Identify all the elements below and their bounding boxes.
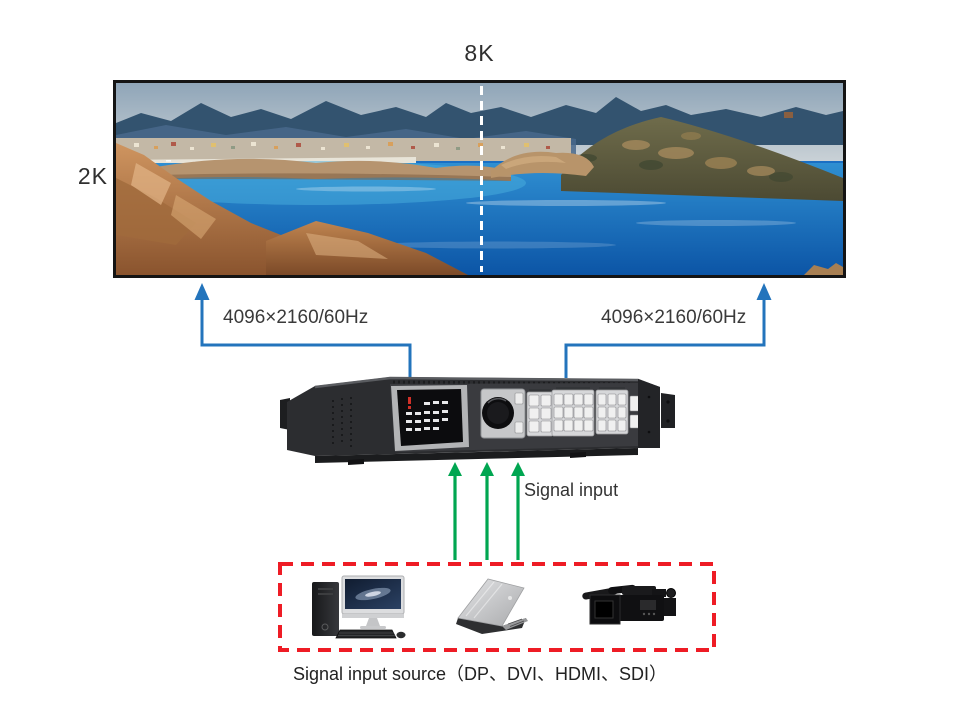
foreground-rocks-2 xyxy=(266,221,468,275)
shallow-water xyxy=(116,161,526,205)
output-left-label: 4096×2160/60Hz xyxy=(223,307,369,328)
foreground-cliff xyxy=(116,143,401,275)
lens-hood xyxy=(589,594,621,625)
viewfinder xyxy=(652,589,666,597)
lcd-content xyxy=(406,397,448,431)
output-right-label: 4096×2160/60Hz xyxy=(601,307,747,328)
wall-width-label: 8K xyxy=(464,40,495,66)
laptop-lid xyxy=(457,578,525,627)
pc-screen xyxy=(345,579,401,609)
signal-arrowhead xyxy=(448,462,462,476)
eyepiece xyxy=(666,588,676,598)
town-buildings xyxy=(134,142,550,150)
button-group-3 xyxy=(595,389,629,435)
signal-input-arrows xyxy=(453,474,520,560)
camera-body xyxy=(618,595,664,621)
water-streaks xyxy=(296,186,796,249)
jog-knob xyxy=(482,397,514,429)
video-processor xyxy=(280,376,675,465)
screen-split-dashed-line xyxy=(480,86,483,272)
lid-logo xyxy=(508,596,512,600)
rock-highlight xyxy=(501,156,566,169)
group-label-strip xyxy=(556,387,590,390)
center-right-rocks xyxy=(491,151,594,178)
front-panel xyxy=(390,383,638,452)
top-vents xyxy=(392,380,634,386)
chassis xyxy=(287,377,660,456)
monitor-stand xyxy=(366,618,380,626)
hilltop-structure xyxy=(784,112,793,118)
signal-source-box xyxy=(278,562,716,652)
video-camera-icon xyxy=(582,584,676,625)
bottom-right-rock xyxy=(804,263,843,275)
panel-button xyxy=(514,392,524,405)
coastal-town xyxy=(116,138,571,161)
chassis-base xyxy=(315,448,638,463)
cliff-facet xyxy=(116,178,196,245)
group-label-strip xyxy=(529,389,551,392)
pc-monitor xyxy=(341,575,405,615)
right-hillside xyxy=(561,117,843,201)
keyboard xyxy=(335,629,397,639)
knob-panel xyxy=(480,388,526,439)
microphone xyxy=(608,584,636,595)
panel-button xyxy=(514,421,524,434)
right-output-arrowhead xyxy=(756,283,772,300)
knob-highlight xyxy=(487,397,507,404)
red-dashed-border xyxy=(278,562,716,652)
cliff-highlight xyxy=(171,195,216,239)
cliff-highlight xyxy=(131,163,171,205)
jog-knob-inner xyxy=(487,402,509,424)
left-output-arrowhead xyxy=(194,283,210,300)
left-rack-ear xyxy=(280,398,290,430)
signal-arrowhead xyxy=(511,462,525,476)
button-group-1 xyxy=(526,391,554,437)
laptop-icon xyxy=(456,578,528,634)
pc-tower xyxy=(312,582,339,636)
beach-strip xyxy=(116,157,416,169)
foot xyxy=(348,459,364,465)
rock-highlight xyxy=(306,233,388,259)
keys xyxy=(528,393,642,433)
center-left-peninsula xyxy=(156,158,511,181)
mouse xyxy=(396,631,406,639)
battery-pack xyxy=(664,598,676,616)
hill-rocks xyxy=(575,112,793,182)
peninsula-shadow xyxy=(156,173,511,181)
right-end-cap xyxy=(638,379,660,448)
source-caption: Signal input source（DP、DVI、HDMI、SDI） xyxy=(292,664,668,684)
near-ridge xyxy=(116,125,576,155)
wall-height-label: 2K xyxy=(77,163,108,189)
lcd-screen xyxy=(397,389,463,446)
signal-input-label: Signal input xyxy=(524,480,619,500)
desktop-computer-icon xyxy=(312,575,406,639)
foot xyxy=(570,452,586,458)
microphone-boom xyxy=(582,587,618,600)
laptop-keyboard-deck xyxy=(502,618,528,630)
lens xyxy=(594,600,614,619)
side-vents xyxy=(332,397,352,447)
lcd-bezel xyxy=(391,385,469,451)
group-label-strip xyxy=(599,387,625,390)
top-bevel xyxy=(314,376,660,390)
right-rack-ear xyxy=(661,393,675,428)
laptop-base xyxy=(456,618,526,634)
button-group-2 xyxy=(551,389,595,437)
boats xyxy=(141,160,261,164)
camera-handle xyxy=(622,586,656,595)
led-video-wall xyxy=(113,80,846,278)
signal-arrowhead xyxy=(480,462,494,476)
